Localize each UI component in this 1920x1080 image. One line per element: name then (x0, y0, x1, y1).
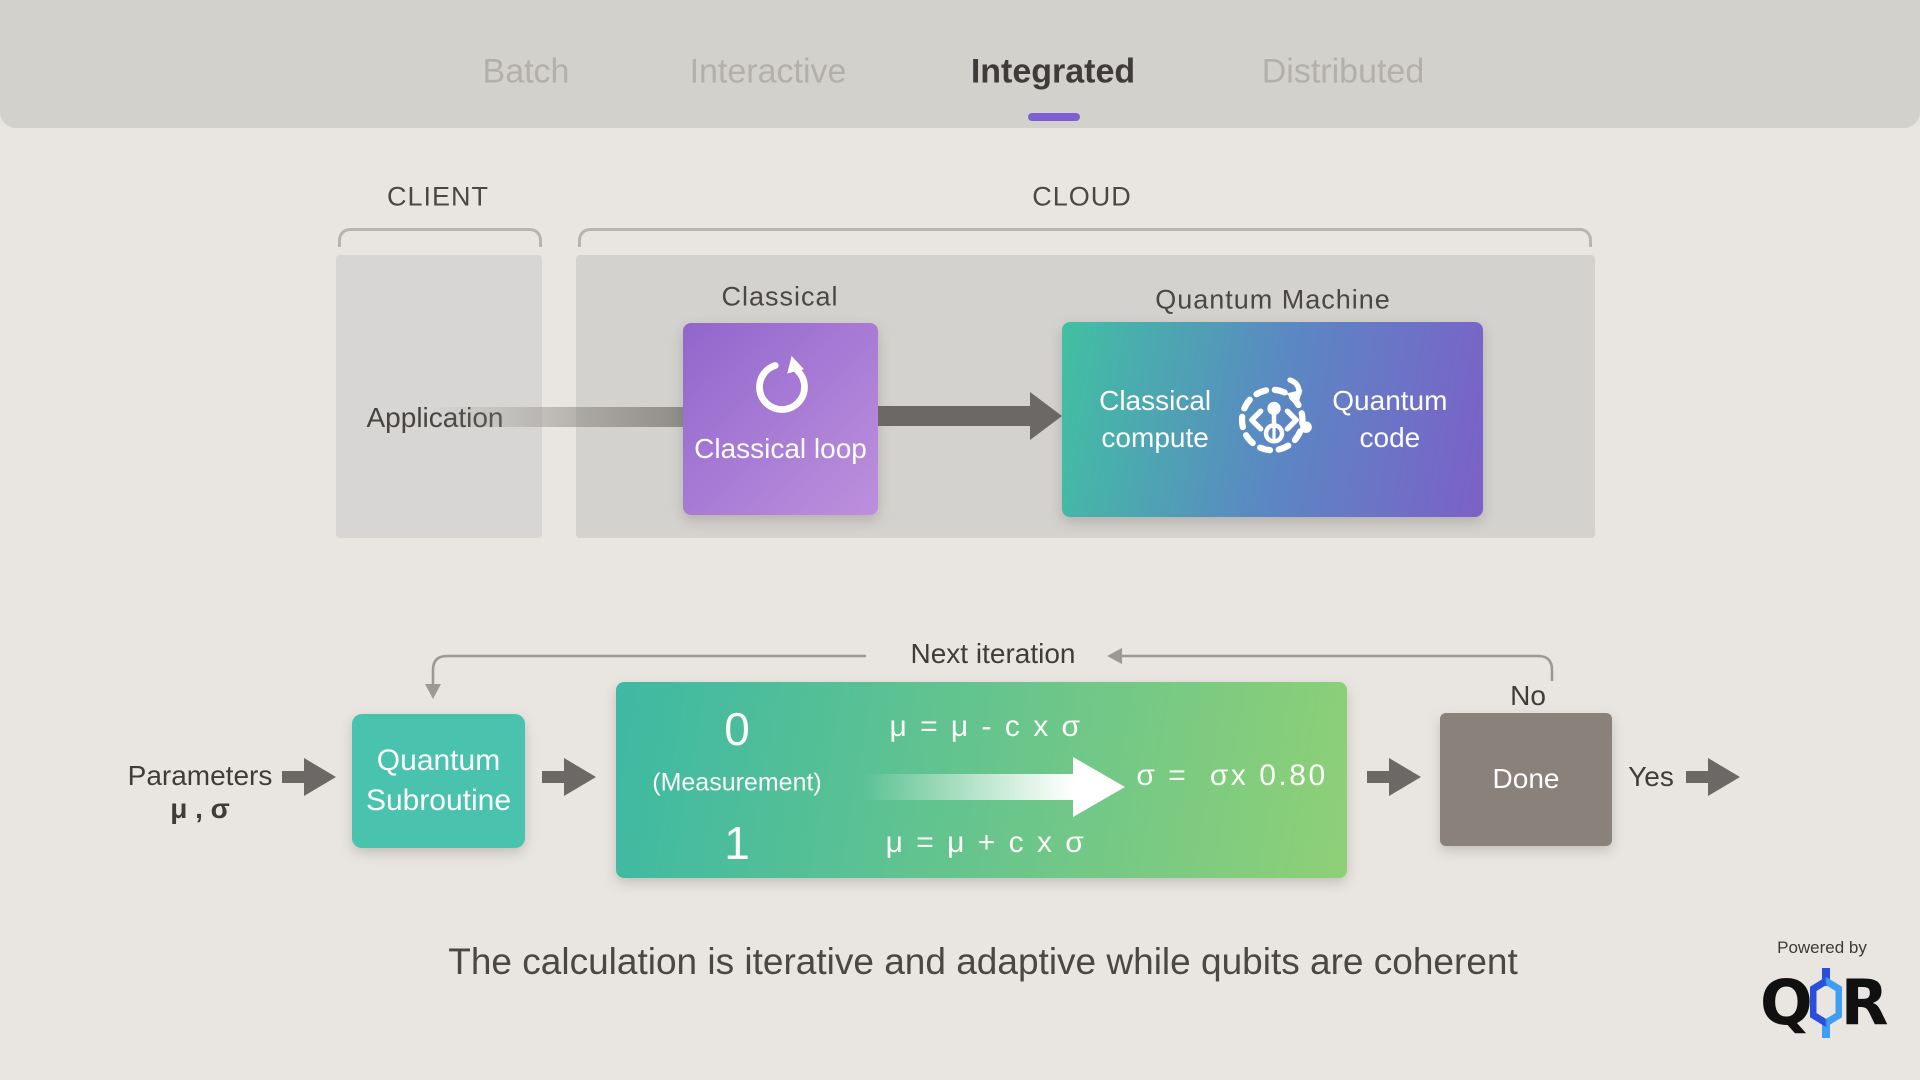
quantum-code-label: Quantum code (1332, 384, 1448, 453)
client-label: CLIENT (386, 181, 490, 212)
equation-zero: μ = μ - c x σ (889, 710, 1083, 743)
caption-text: The calculation is iterative and adaptiv… (448, 941, 1518, 982)
qir-logo-qubit-icon (1809, 968, 1842, 1038)
classical-compute-label: Classical compute (1099, 384, 1212, 453)
measurement-to-done-arrow (1367, 758, 1421, 796)
classical-loop-box: Classical loop (683, 323, 878, 515)
tab-batch[interactable]: Batch (482, 52, 570, 91)
parameters-to-subroutine-arrow (282, 758, 336, 796)
parameters-symbols: μ , σ (170, 793, 230, 824)
measurement-one: 1 (724, 817, 750, 869)
tab-distributed[interactable]: Distributed (1261, 52, 1425, 91)
qir-logo-r: R (1840, 966, 1889, 1039)
quantum-machine-box: Classical compute Quantum code (1062, 322, 1483, 517)
client-bracket (338, 228, 542, 247)
powered-by-label: Powered by (1777, 938, 1867, 957)
equation-sigma: σ = σx 0.80 (1136, 759, 1328, 792)
mode-tabbar: Batch Interactive Integrated Distributed (0, 0, 1920, 128)
loop-to-machine-arrow (878, 392, 1062, 440)
quantum-subroutine-label: Quantum Subroutine (365, 744, 512, 817)
subroutine-to-measurement-arrow (542, 758, 596, 796)
classical-loop-label: Classical loop (694, 433, 867, 464)
next-iteration-label: Next iteration (910, 638, 1076, 669)
measurement-label: (Measurement) (652, 768, 822, 797)
application-to-loop-arrow (430, 407, 685, 427)
equation-one: μ = μ + c x σ (885, 826, 1087, 859)
no-label: No (1510, 680, 1546, 711)
yes-label: Yes (1628, 761, 1674, 792)
quantum-subroutine-box: Quantum Subroutine (352, 714, 525, 848)
classical-group-label: Classical (721, 281, 839, 312)
measurement-update-arrow (862, 757, 1125, 817)
yes-exit-arrow (1686, 758, 1740, 796)
refresh-loop-icon (756, 355, 808, 413)
done-label: Done (1492, 763, 1560, 795)
done-box: Done (1440, 713, 1612, 846)
quantum-hybrid-icon (1239, 376, 1313, 453)
tab-interactive[interactable]: Interactive (689, 52, 847, 91)
application-box (336, 255, 542, 538)
tab-integrated[interactable]: Integrated (970, 52, 1136, 91)
qir-logo-q: Q (1760, 966, 1813, 1039)
measurement-zero: 0 (724, 703, 750, 755)
qir-logo: Q R (1760, 966, 1889, 1039)
quantum-machine-label: Quantum Machine (1155, 284, 1391, 315)
cloud-label: CLOUD (1032, 181, 1132, 212)
parameters-label: Parameters (127, 760, 273, 791)
active-tab-underline (1028, 113, 1080, 121)
cloud-bracket (578, 228, 1592, 247)
